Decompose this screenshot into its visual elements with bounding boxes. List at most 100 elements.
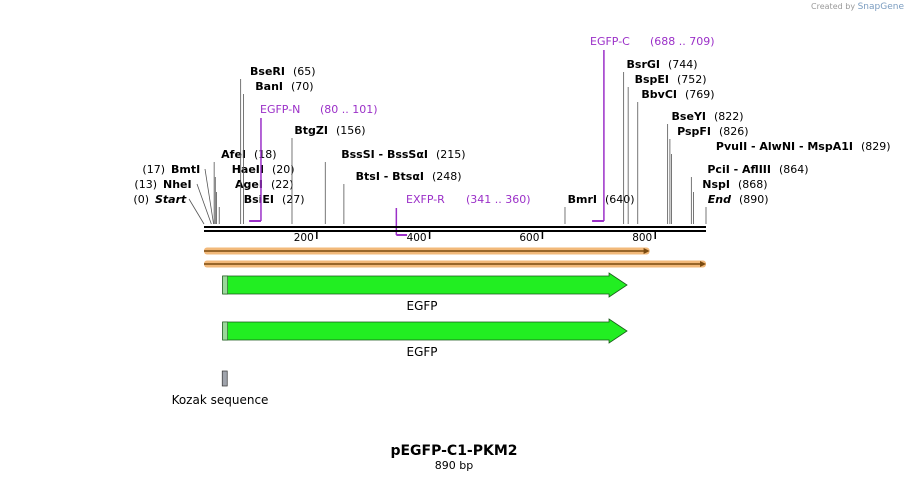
site-marker: BtgZI (156)	[291, 124, 366, 224]
feature-arrow	[222, 272, 628, 298]
site-position: (13)	[134, 178, 157, 191]
site-marker: AgeI(22)	[216, 178, 294, 224]
site-position: (826)	[719, 125, 749, 138]
site-name: BtsI - BtsαI	[356, 170, 424, 183]
site-marker: AfeI (18)	[213, 148, 277, 224]
site-position: (829)	[861, 140, 891, 153]
feature-arrow	[222, 318, 628, 344]
map-length: 890 bp	[435, 459, 473, 472]
site-position: (0)	[133, 193, 149, 206]
snapgene-credit: Created by SnapGene	[811, 2, 904, 12]
site-marker: PciI - AflIII (864)	[690, 163, 809, 224]
orf-arrowhead	[700, 261, 706, 267]
primer-name: EXFP-R	[406, 193, 445, 206]
site-name: BseYI	[672, 110, 706, 123]
primer-range: (341 .. 360)	[466, 193, 531, 206]
primer-range: (688 .. 709)	[650, 35, 715, 48]
site-name: AfeI	[221, 148, 246, 161]
site-stem	[188, 198, 205, 225]
site-stem	[196, 183, 212, 225]
site-name: NspI	[702, 178, 730, 191]
restriction-sites: (0) Start (13) NheI(17)BmtI AfeI (18) HaeII (20…	[133, 58, 891, 225]
site-position: (822)	[714, 110, 744, 123]
snapgene-logo: SnapGene	[857, 2, 904, 12]
site-marker: BsiEI (27)	[218, 193, 305, 224]
site-end: End (890)	[705, 193, 769, 224]
features: EGFP EGFP Kozak sequence	[172, 272, 628, 407]
site-marker: NspI (868)	[693, 178, 768, 224]
map-title: pEGFP-C1-PKM2	[390, 443, 517, 459]
site-start: (0) Start	[133, 193, 205, 225]
site-position: (65)	[293, 65, 316, 78]
site-name: BmrI	[568, 193, 597, 206]
site-marker: BseYI (822)	[667, 110, 744, 224]
site-stem	[204, 168, 214, 225]
kozak-box	[221, 370, 228, 387]
site-name: PvuII - AlwNI - MspA1I	[716, 140, 853, 153]
orf-bar	[204, 260, 706, 268]
feature-egfp: EGFP	[222, 318, 628, 359]
site-name: Start	[155, 193, 187, 206]
site-name: PspFI	[677, 125, 711, 138]
site-marker: PvuII - AlwNI - MspA1I (829)	[671, 140, 891, 224]
ruler-tick-label: 800	[632, 232, 652, 244]
site-marker: BmrI (640)	[564, 193, 635, 224]
site-position: (744)	[668, 58, 698, 71]
site-name: BbvCI	[641, 88, 677, 101]
site-position: (27)	[282, 193, 305, 206]
site-position: (156)	[336, 124, 366, 137]
site-marker: BtsI - BtsαI (248)	[343, 170, 462, 224]
feature-start-cap	[222, 321, 228, 341]
site-marker: BspEI (752)	[627, 73, 707, 224]
site-position: (640)	[605, 193, 635, 206]
primer-egfp-c: EGFP-C (688 .. 709)	[590, 35, 715, 222]
primers: EGFP-N (80 .. 101) EXFP-R (341 .. 360) EGFP-…	[249, 35, 715, 236]
site-position: (864)	[779, 163, 809, 176]
feature-label: EGFP	[406, 345, 437, 359]
site-position: (890)	[739, 193, 769, 206]
site-marker: HaeII (20)	[214, 163, 295, 224]
site-marker: (13) NheI	[134, 178, 212, 225]
site-name: End	[708, 193, 731, 206]
feature-start-cap	[222, 275, 228, 295]
primer-range: (80 .. 101)	[320, 103, 378, 116]
site-marker: BanI (70)	[243, 80, 314, 224]
site-position: (752)	[677, 73, 707, 86]
site-name: NheI	[163, 178, 192, 191]
site-name: BsiEI	[244, 193, 274, 206]
site-name: HaeII	[232, 163, 264, 176]
site-position: (20)	[272, 163, 295, 176]
site-marker: BsrGI (744)	[623, 58, 698, 224]
site-position: (868)	[738, 178, 768, 191]
site-name: BanI	[255, 80, 283, 93]
feature-kozak: Kozak sequence	[172, 370, 268, 407]
site-name: PciI - AflIII	[707, 163, 771, 176]
site-position: (17)	[142, 163, 165, 176]
primer-egfp-n: EGFP-N (80 .. 101)	[249, 103, 378, 222]
site-name: BspEI	[635, 73, 669, 86]
site-marker: BseRI (65)	[240, 65, 316, 224]
primer-exfp-r: EXFP-R (341 .. 360)	[395, 193, 531, 236]
site-name: BtgZI	[294, 124, 328, 137]
primer-name: EGFP-N	[260, 103, 300, 116]
orfs	[204, 247, 706, 268]
site-marker: (17)BmtI	[142, 163, 214, 225]
ruler-tick-label: 200	[294, 232, 314, 244]
site-marker: BssSI - BssSαI (215)	[324, 148, 466, 224]
site-position: (18)	[254, 148, 277, 161]
orf-arrowhead	[643, 248, 650, 254]
site-marker: BbvCI (769)	[637, 88, 715, 224]
site-position: (248)	[432, 170, 462, 183]
site-name: BsrGI	[627, 58, 660, 71]
primer-name: EGFP-C	[590, 35, 630, 48]
site-name: BseRI	[250, 65, 285, 78]
site-position: (215)	[436, 148, 466, 161]
site-position: (70)	[291, 80, 314, 93]
site-name: BssSI - BssSαI	[341, 148, 428, 161]
feature-label: EGFP	[406, 299, 437, 313]
feature-egfp: EGFP	[222, 272, 628, 313]
ruler-tick-label: 400	[407, 232, 427, 244]
site-position: (769)	[685, 88, 715, 101]
